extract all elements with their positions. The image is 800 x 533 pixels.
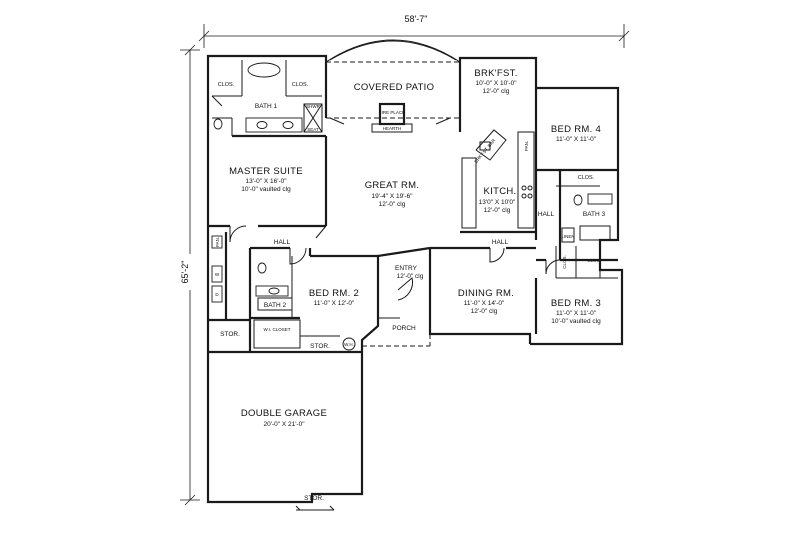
bed2-label: BED RM. 2 bbox=[309, 288, 359, 299]
master-suite-label: MASTER SUITE bbox=[229, 166, 303, 177]
washer-label: W bbox=[215, 272, 220, 277]
width-dimension: 58'-7" bbox=[198, 12, 630, 48]
dining-ceiling: 12'-0" clg bbox=[471, 308, 498, 315]
seat-label: SEAT bbox=[307, 127, 319, 132]
hall-right-label: HALL bbox=[538, 211, 555, 218]
exterior-walls bbox=[206, 39, 624, 504]
sink-icon-3 bbox=[268, 287, 280, 295]
brkfst-size: 10'-0" X 10'-0" bbox=[475, 80, 517, 87]
sink-icon bbox=[256, 121, 268, 129]
garage-size: 20'-0" X 21'-0" bbox=[263, 421, 305, 428]
shower-label: SHWR bbox=[306, 104, 320, 109]
bath1-clos-right: CLOS. bbox=[292, 82, 309, 88]
depth-dimension-label: 65'-2" bbox=[180, 261, 190, 284]
bed4-size: 11'-0" X 11'-0" bbox=[556, 136, 597, 143]
kitchen-size: 13'0" X 10'0" bbox=[479, 199, 516, 206]
brkfst-label: BRK'FST. bbox=[474, 68, 517, 79]
kitchen-ceiling: 12'-0" clg bbox=[484, 207, 511, 214]
bed3-ceiling: 10'-0" vaulted clg bbox=[551, 318, 601, 325]
water-heater-label: W.H. bbox=[344, 342, 354, 347]
brkfst-ceiling: 12'-0" clg bbox=[483, 88, 510, 95]
depth-dimension: 65'-2" bbox=[178, 44, 200, 506]
entry-label: ENTRY bbox=[395, 265, 418, 272]
bath2-label: BATH 2 bbox=[264, 302, 287, 309]
bed4-label: BED RM. 4 bbox=[551, 124, 601, 135]
bath3-clos-left: CLOS. bbox=[562, 255, 567, 269]
bed3-size: 11'-0" X 11'-0" bbox=[556, 310, 597, 317]
laundry-pantry-label: PAN. bbox=[215, 237, 220, 247]
dining-size: 11'-0" X 14'-0" bbox=[464, 300, 505, 307]
hall-left-label: HALL bbox=[274, 239, 291, 246]
bathtub-icon bbox=[247, 62, 281, 78]
linen-label: LINEN bbox=[561, 234, 574, 239]
width-dimension-label: 58'-7" bbox=[405, 14, 428, 24]
toilet-icon bbox=[213, 118, 223, 130]
stor-left-label: STOR. bbox=[220, 331, 240, 338]
bed3-label: BED RM. 3 bbox=[551, 298, 601, 309]
covered-patio-label: COVERED PATIO bbox=[354, 82, 435, 93]
bed4-clos-label: CLOS. bbox=[578, 175, 595, 181]
bed2-size: 11'-0" X 12'-0" bbox=[314, 300, 355, 307]
fixtures bbox=[213, 62, 613, 511]
bath3-label: BATH 3 bbox=[583, 211, 606, 218]
toilet-icon-3 bbox=[573, 194, 583, 206]
hall-center-label: HALL bbox=[492, 239, 509, 246]
bath1-label: BATH 1 bbox=[255, 103, 278, 110]
bath1-clos-left: CLOS. bbox=[218, 82, 235, 88]
porch-label: PORCH bbox=[392, 325, 416, 332]
room-labels: COVERED PATIO FIRE PLACE HEARTH BRK'FST.… bbox=[215, 68, 606, 502]
fireplace-label: FIRE PLACE bbox=[379, 110, 405, 115]
kitchen-pantry-label: PAN. bbox=[524, 141, 529, 151]
great-room-size: 19'-4" X 19'-6" bbox=[371, 193, 413, 200]
stor-mid-label: STOR. bbox=[310, 343, 330, 350]
toilet-icon-2 bbox=[257, 262, 267, 274]
wi-closet-label: W.I. CLOSET bbox=[263, 327, 290, 332]
great-room-label: GREAT RM. bbox=[365, 180, 420, 191]
water-heater-icon bbox=[342, 337, 356, 351]
bath3-clos-right: CLOS. bbox=[587, 258, 601, 263]
dryer-label: D bbox=[215, 292, 219, 297]
hearth-label: HEARTH bbox=[383, 126, 401, 131]
interior-walls bbox=[208, 60, 618, 354]
sink-icon-2 bbox=[282, 121, 294, 129]
master-suite-ceiling: 10'-0" vaulted clg bbox=[241, 186, 291, 193]
kitchen-label: KITCH. bbox=[484, 186, 517, 197]
doors bbox=[211, 95, 561, 301]
master-suite-size: 13'-0" X 16'-0" bbox=[245, 178, 287, 185]
great-room-ceiling: 12'-0" clg bbox=[379, 201, 406, 208]
stor-bottom-label: STOR. bbox=[304, 495, 324, 502]
garage-label: DOUBLE GARAGE bbox=[241, 408, 327, 419]
dining-label: DINING RM. bbox=[458, 288, 514, 299]
entry-ceiling: 12'-0" clg bbox=[397, 273, 424, 280]
